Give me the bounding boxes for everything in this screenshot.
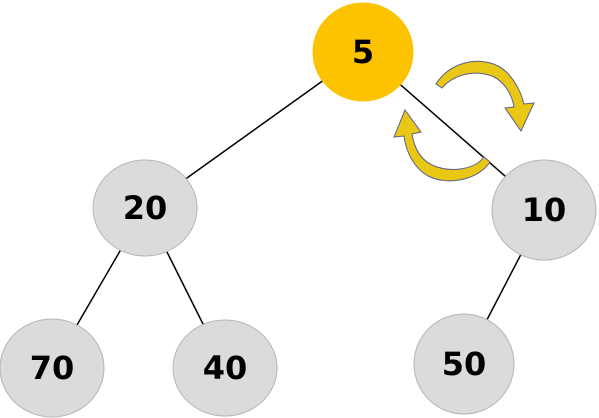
swap-arrows <box>393 60 535 182</box>
node-circle <box>491 159 597 261</box>
node-left-left: 70 <box>0 318 105 418</box>
curved-arrow-up-icon <box>393 108 491 182</box>
node-circle <box>0 318 105 418</box>
node-value: 5 <box>352 33 374 71</box>
node-value: 70 <box>30 349 75 387</box>
node-circle <box>312 2 414 102</box>
node-left: 20 <box>92 159 198 257</box>
node-circle <box>92 159 198 257</box>
node-value: 10 <box>522 191 567 229</box>
node-right-left: 50 <box>413 313 515 415</box>
node-left-right: 40 <box>172 319 278 417</box>
node-right: 10 <box>491 159 597 261</box>
node-value: 40 <box>203 349 248 387</box>
node-value: 20 <box>123 189 168 227</box>
curved-arrow-down-icon <box>435 60 535 133</box>
node-circle <box>413 313 515 415</box>
node-value: 50 <box>442 345 487 383</box>
node-circle <box>172 319 278 417</box>
node-root: 5 <box>312 2 414 102</box>
